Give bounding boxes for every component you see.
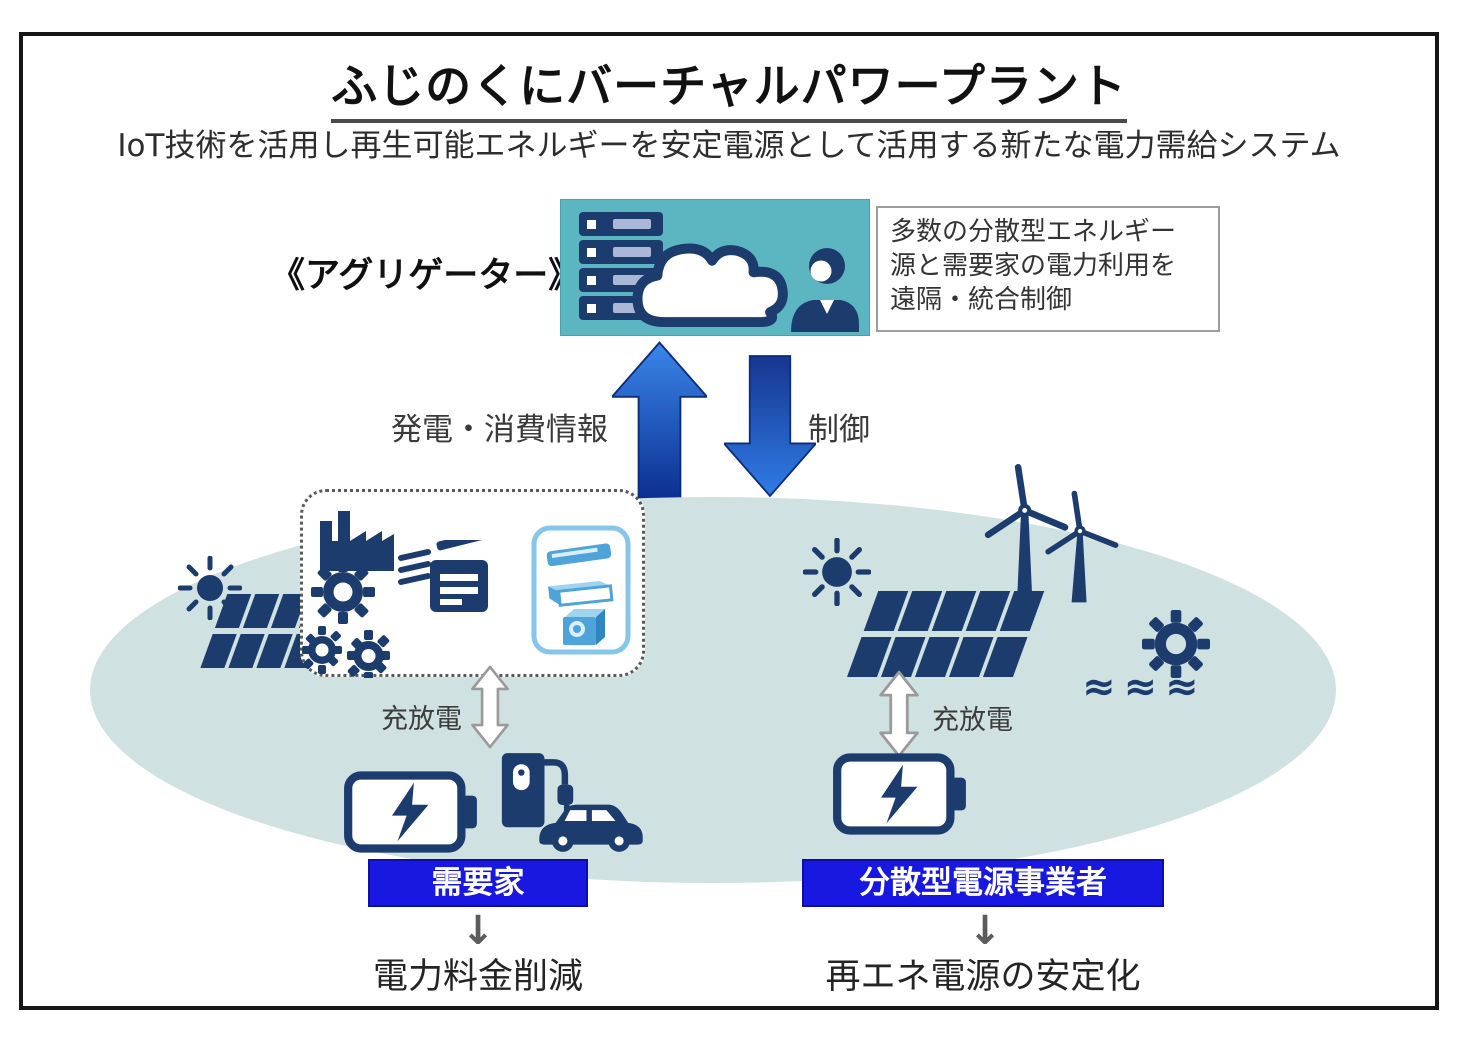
gear-icon [1142,610,1210,678]
page-subtitle: IoT技術を活用し再生可能エネルギーを安定電源として活用する新たな電力需給システ… [117,128,1341,164]
copier-icon [398,540,488,612]
page-title: ふじのくにバーチャルパワープラント [0,50,1458,123]
aggregator-label: 《アグリゲーター》 [270,256,584,296]
charge-discharge-label: 充放電 [932,705,1013,736]
factory-icon [320,511,394,571]
community-ellipse [90,497,1336,883]
sun-icon [803,538,871,606]
wind-turbines-icon [984,464,1119,603]
generation-info-label: 発電・消費情報 [391,412,608,448]
car-icon [539,804,643,852]
description-line: 多数の分散型エネルギー [890,217,1177,247]
battery-icon [344,771,477,853]
control-arrow-icon [724,355,816,498]
control-label: 制御 [808,412,870,448]
waves-icon: ≈≈≈ [1082,664,1207,710]
description-line: 遠隔・統合制御 [890,284,1073,315]
battery-icon [833,753,966,835]
consumer-label-box: 需要家 [368,859,588,907]
consumer-benefit: 電力料金削減 [372,957,583,997]
down-arrow-glyph: ↓ [968,908,1002,954]
charge-discharge-arrow-icon [471,665,509,749]
aggregator-box [560,199,870,336]
producer-label-box: 分散型電源事業者 [802,859,1164,907]
producer-benefit: 再エネ電源の安定化 [825,957,1141,997]
aggregator-description-box: 多数の分散型エネルギー 源と需要家の電力利用を 遠隔・統合制御 [876,206,1220,332]
person-icon [791,248,859,332]
charge-discharge-arrow-icon [879,670,919,758]
ev-charger-icon [501,753,574,828]
down-arrow-glyph: ↓ [461,908,495,954]
gears-icon [302,560,390,678]
generation-info-arrow-icon [612,341,707,501]
description-line: 源と需要家の電力利用を [890,250,1177,281]
solar-panel-icon [846,591,1045,677]
cloud-icon [632,243,788,328]
appliances-icon [531,525,631,655]
charge-discharge-label: 充放電 [381,704,462,735]
